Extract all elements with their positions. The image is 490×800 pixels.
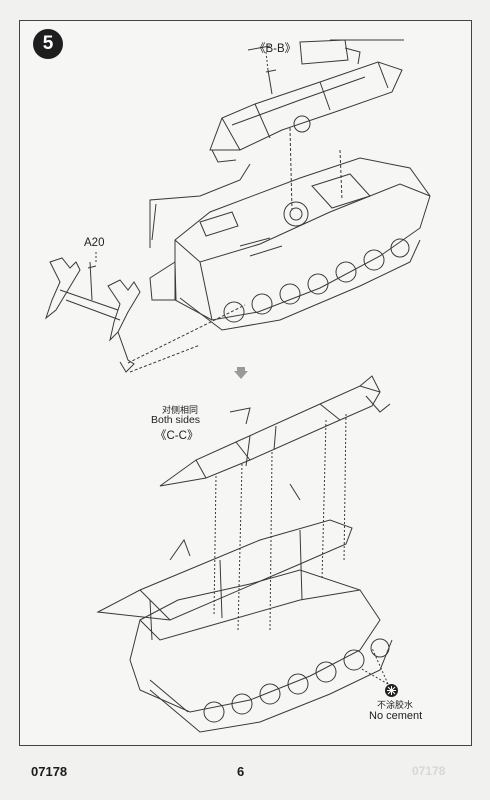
no-cement-cn: 不涂胶水 xyxy=(377,700,414,710)
missile-part-cc xyxy=(159,375,391,487)
no-cement-icon xyxy=(385,684,398,697)
a20-callout: A20 xyxy=(84,237,105,249)
launcher-arm-part-bb xyxy=(209,39,403,163)
upper-track-wheels xyxy=(179,238,421,331)
stand-part-a20 xyxy=(44,252,141,373)
bleed-through-kit-number: 07178 xyxy=(412,764,446,778)
no-cement-en: No cement xyxy=(369,710,423,722)
step-frame xyxy=(19,20,472,746)
both-sides-cn: 对侧相同 xyxy=(162,405,199,415)
step-number-badge: 5 xyxy=(33,29,63,59)
down-arrow-icon xyxy=(234,367,248,379)
vehicle-hull-upper xyxy=(149,157,431,321)
cc-callout: 《C-C》 xyxy=(155,430,199,442)
both-sides-en: Both sides xyxy=(151,414,201,426)
page-number: 6 xyxy=(237,764,245,779)
assembled-vehicle xyxy=(96,483,381,713)
leader-lines-missile xyxy=(213,413,347,631)
kit-number: 07178 xyxy=(31,764,68,779)
lower-track-wheels xyxy=(149,638,393,733)
bb-callout: 《B-B》 xyxy=(254,43,297,55)
